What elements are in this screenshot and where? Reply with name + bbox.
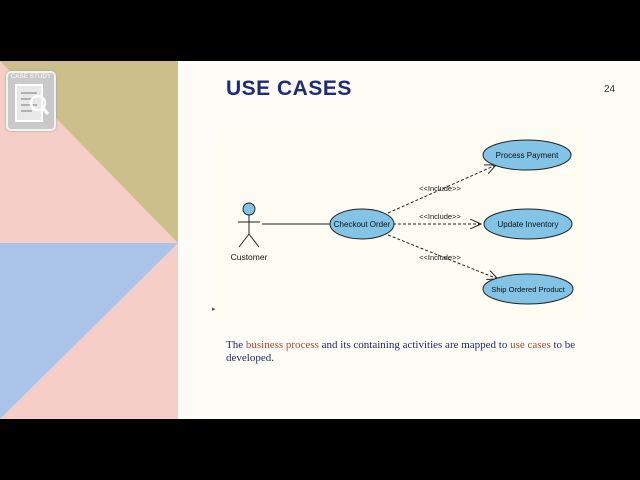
use-case-update-inventory-label: Update Inventory bbox=[498, 220, 559, 229]
include-label-2: <<Include>> bbox=[419, 212, 461, 221]
actor-customer bbox=[238, 202, 260, 248]
include-label-1: <<Include>> bbox=[419, 184, 461, 193]
use-case-checkout-order-label: Checkout Order bbox=[334, 220, 391, 229]
caption-highlight-business-process: business process bbox=[245, 339, 319, 351]
case-study-badge: CASE STUDY bbox=[6, 71, 56, 131]
use-case-process-payment-label: Process Payment bbox=[496, 151, 559, 160]
slide-title: USE CASES bbox=[226, 77, 352, 100]
include-label-3: <<Include>> bbox=[419, 253, 461, 262]
use-case-checkout-order bbox=[329, 208, 395, 240]
use-case-update-inventory bbox=[483, 208, 573, 240]
caption-text: The bbox=[226, 339, 246, 351]
use-case-diagram: Customer <<Include>> <<Include>> <<Inclu… bbox=[218, 129, 586, 319]
case-study-icon bbox=[15, 84, 50, 122]
use-case-process-payment bbox=[482, 139, 572, 171]
decorative-background bbox=[0, 61, 178, 419]
use-case-ship-ordered-product-label: Ship Ordered Product bbox=[491, 285, 565, 294]
slide-caption: The business process and its containing … bbox=[226, 339, 586, 365]
actor-label: Customer bbox=[231, 252, 268, 262]
mouse-cursor-icon: ▸ bbox=[212, 306, 216, 313]
badge-label: CASE STUDY bbox=[10, 74, 52, 80]
caption-highlight-use-cases: use cases bbox=[510, 339, 551, 351]
caption-text: and its containing activities are mapped… bbox=[318, 339, 511, 351]
use-case-ship-ordered-product bbox=[482, 273, 574, 305]
caption-text: to be developed. bbox=[226, 339, 576, 364]
slide: CASE STUDY USE CASES 24 Customer bbox=[0, 61, 640, 419]
page-number: 24 bbox=[604, 84, 616, 95]
